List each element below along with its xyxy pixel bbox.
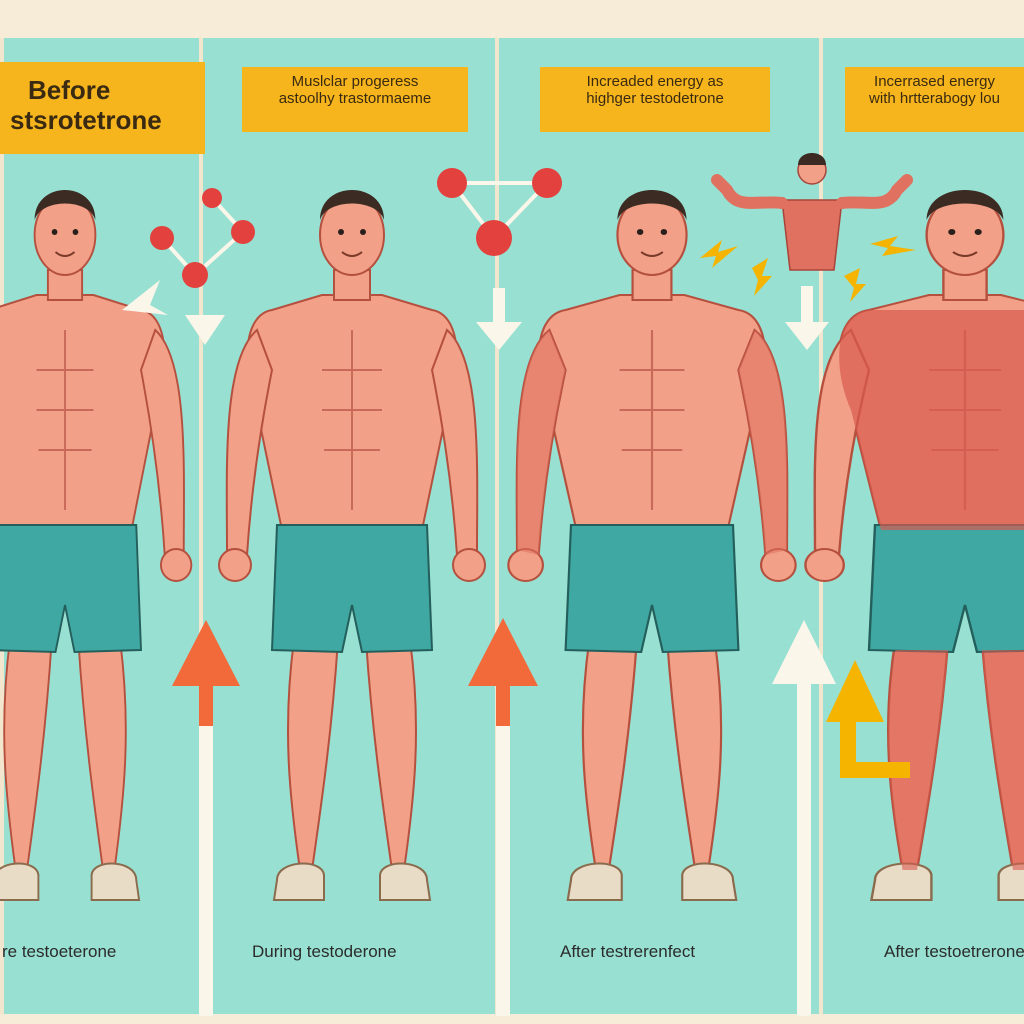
molecule-icon-2	[437, 168, 562, 256]
top-label-during: Muslclar progeress astoolhy trastormaeme	[242, 67, 468, 132]
stage-label-before: re testoeterone	[2, 942, 117, 961]
stage-label-after-1: After testrerenfect	[560, 942, 696, 961]
top-label-during-line1: Muslclar progeress	[291, 73, 419, 90]
figure-after-2	[804, 188, 1024, 902]
top-label-after-1-line2: highger testodetrone	[586, 90, 724, 108]
figure-after-1	[507, 188, 797, 902]
top-label-after-2-line2: with hrtterabogy lou	[869, 90, 1000, 108]
top-label-after-2: Incerrased energy with hrtterabogy lou	[845, 67, 1024, 132]
down-arrow-icon	[122, 280, 829, 350]
figure-during	[218, 189, 486, 901]
top-label-before-line2: stsrotetrone	[10, 104, 162, 135]
stage-label-during: During testoderone	[252, 942, 397, 961]
top-label-before-line1: Before	[28, 75, 111, 105]
top-label-during-line2: astoolhy trastormaeme	[278, 90, 432, 108]
top-label-after-1-line1: Increaded energy as	[586, 73, 724, 90]
lightning-icon	[700, 236, 916, 302]
molecule-icon	[150, 188, 255, 288]
top-label-after-2-line1: Incerrased energy	[874, 73, 995, 90]
up-arrow-icon	[172, 618, 910, 1016]
figure-before	[0, 189, 193, 901]
top-label-before: Before stsrotetrone	[0, 62, 205, 154]
top-label-after-1: Increaded energy as highger testodetrone	[540, 67, 770, 132]
flexing-figure	[711, 153, 913, 271]
stage-label-after-2: After testoetrerone	[884, 942, 1024, 961]
